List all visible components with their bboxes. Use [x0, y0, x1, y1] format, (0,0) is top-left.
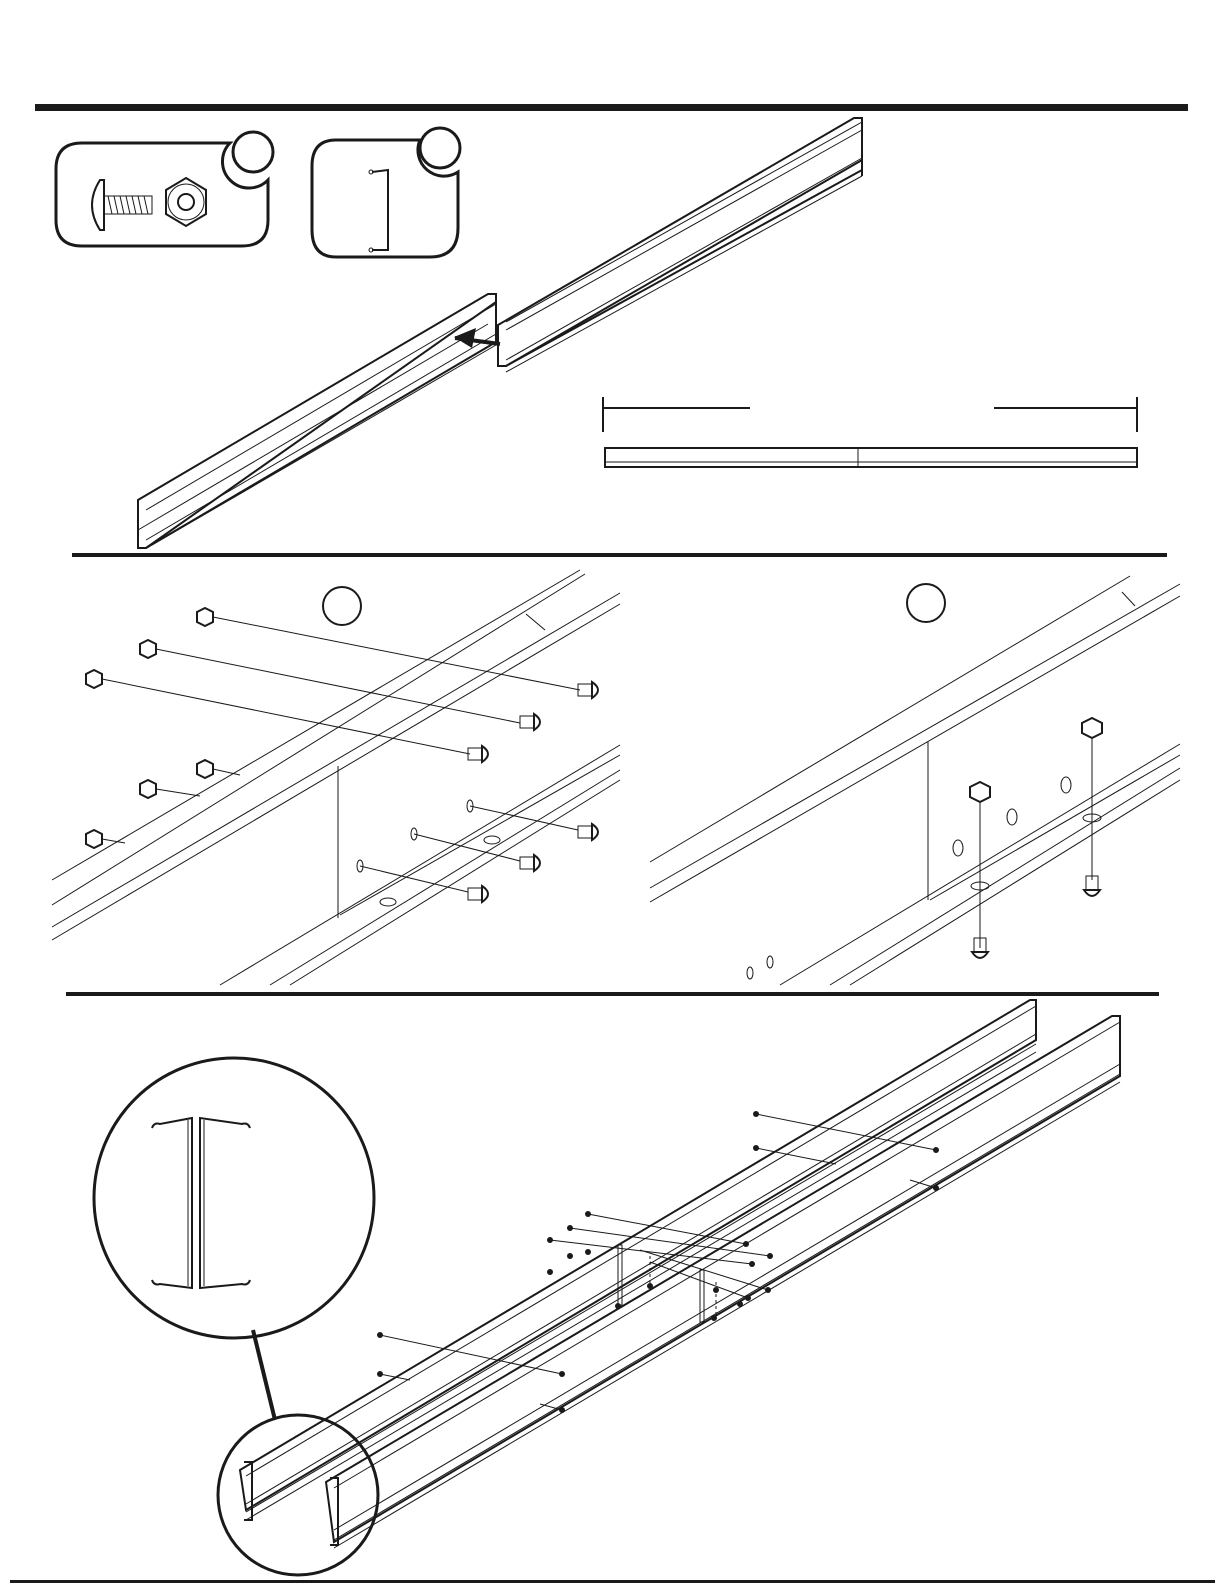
bolt-markers [377, 1111, 939, 1413]
hardware-tag-circle-2 [420, 128, 460, 168]
channel-profile-icon [152, 1118, 250, 1288]
hex-nut-icon [166, 178, 206, 226]
top-divider-bar [35, 104, 1188, 111]
bottom-divider [10, 1580, 1215, 1583]
screw-icon [92, 180, 152, 230]
bolt-lines [380, 1114, 936, 1410]
right-rail [498, 118, 862, 372]
middle-divider-2 [66, 992, 1159, 996]
hardware-tag-circle [233, 132, 273, 172]
middle-divider-1 [72, 553, 1167, 557]
left-rail [138, 294, 496, 548]
hex-nut-icon [86, 608, 213, 848]
screw-icon [468, 682, 598, 902]
dimension-diagram [603, 397, 1137, 467]
detail-right [650, 576, 1180, 985]
hex-nut-icon [970, 718, 1102, 802]
hardware-box-bolt-nut [56, 132, 273, 246]
hardware-box-channel [312, 128, 460, 257]
detail-left [52, 570, 620, 985]
channel-profile-icon [369, 170, 388, 252]
screw-icon [972, 876, 1100, 958]
magnifier-callout-icon [94, 1058, 378, 1575]
